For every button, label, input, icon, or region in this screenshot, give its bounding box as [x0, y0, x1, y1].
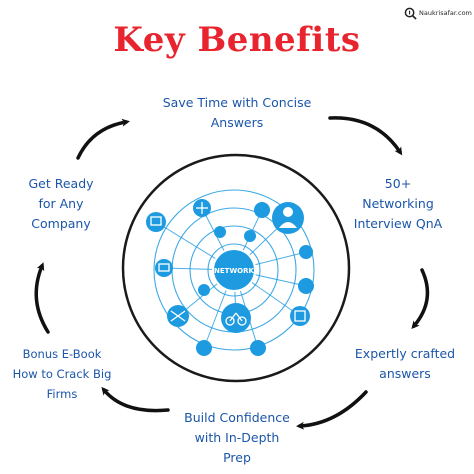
benefit-line: Bonus E-Book [22, 347, 102, 361]
benefit-get-ready: Get Ready for Any Company [6, 174, 116, 234]
outer-circle [121, 153, 351, 383]
bicycle-icon [221, 303, 251, 333]
arrow-icon [328, 116, 403, 156]
benefit-line: Prep [223, 450, 251, 465]
network-hub-label: NETWORK [214, 267, 254, 275]
benefit-networking-qna: 50+ Networking Interview QnA [338, 174, 458, 234]
person-icon [272, 202, 304, 234]
benefit-save-time: Save Time with Concise Answers [130, 93, 344, 133]
benefit-line: 50+ [384, 176, 412, 191]
arrow-icon [76, 118, 130, 160]
benefit-line: answers [379, 366, 431, 381]
benefit-line: Networking [362, 196, 434, 211]
benefit-bonus-ebook: Bonus E-Book How to Crack Big Firms [0, 344, 124, 404]
page-title: Key Benefits [113, 20, 361, 60]
benefit-line: Company [31, 216, 91, 231]
brand-logo: Naukrisafar.com [404, 6, 472, 22]
arrow-icon [101, 386, 170, 413]
benefit-expertly-crafted: Expertly crafted answers [340, 344, 470, 384]
network-hub [212, 248, 256, 292]
benefit-line: Answers [210, 115, 264, 130]
brand-name: Naukrisafar.com [419, 9, 472, 17]
arrow-icon [411, 268, 430, 330]
benefit-build-confidence: Build Confidence with In-Depth Prep [167, 408, 307, 468]
benefit-line: Expertly crafted [354, 346, 456, 361]
arrow-icon [296, 390, 368, 430]
magnifier-logo-icon [404, 7, 417, 20]
benefit-line: for Any [38, 196, 84, 211]
benefit-line: Interview QnA [353, 216, 443, 231]
benefit-line: Build Confidence [184, 410, 290, 425]
benefit-line: Get Ready [28, 176, 94, 191]
benefit-line: with In-Depth [194, 430, 280, 445]
network-illustration: NETWORK [146, 189, 315, 356]
arrow-icon [34, 262, 50, 334]
benefit-line: How to Crack Big Firms [12, 367, 112, 401]
benefit-line: Save Time with Concise [162, 95, 312, 110]
